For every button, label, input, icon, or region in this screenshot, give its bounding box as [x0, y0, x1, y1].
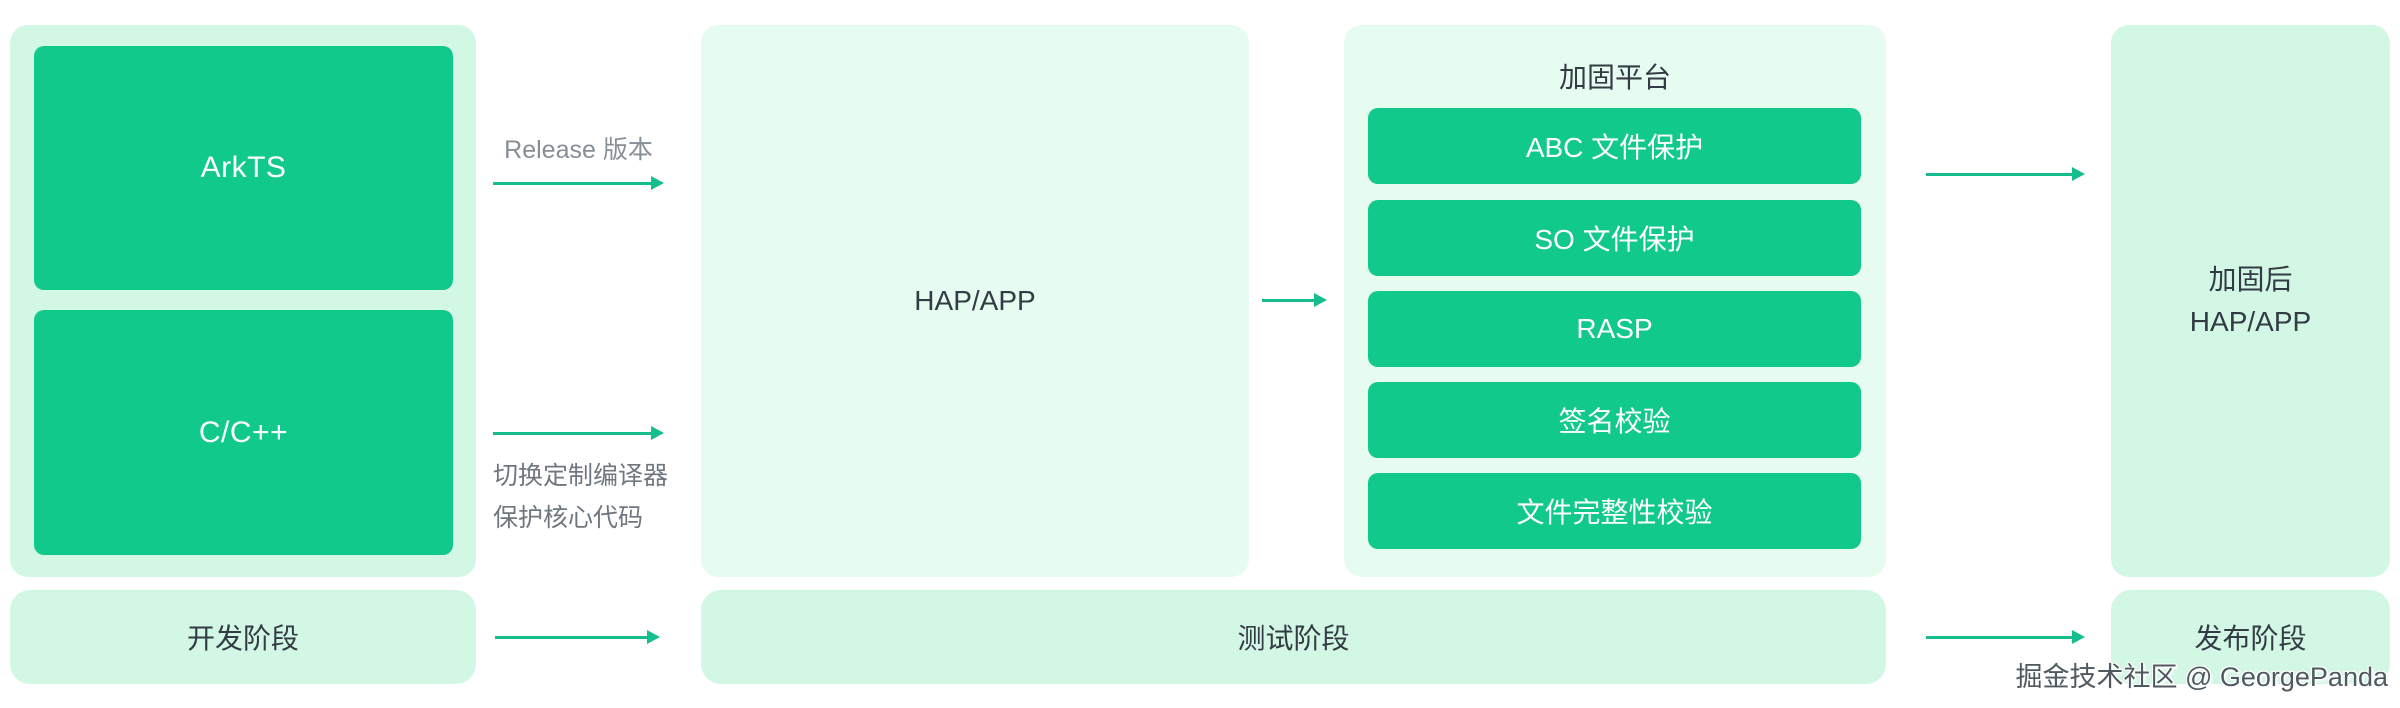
release-arrow-label: Release 版本	[504, 136, 653, 164]
hardened-result-panel	[2111, 25, 2390, 577]
stage-test-box: 测试阶段	[701, 590, 1886, 684]
release-arrow	[493, 176, 664, 190]
platform-item-signature-check: 签名校验	[1368, 382, 1861, 458]
stage-dev-to-test-arrow	[495, 630, 660, 644]
stage-test-to-release-arrow	[1926, 630, 2085, 644]
watermark: 掘金技术社区 @ GeorgePanda	[2015, 662, 2388, 692]
compiler-arrow-label-line2: 保护核心代码	[493, 504, 644, 532]
cpp-node: C/C++	[34, 310, 453, 555]
platform-item-rasp: RASP	[1368, 291, 1861, 367]
stage-dev-box: 开发阶段	[10, 590, 476, 684]
cpp-node-label: C/C++	[198, 415, 289, 449]
hardened-result-label-line1: 加固后	[2208, 264, 2293, 295]
arkts-node: ArkTS	[34, 46, 453, 290]
arkts-node-label: ArkTS	[200, 151, 287, 184]
hardened-result-label: 加固后 HAP/APP	[2111, 25, 2390, 577]
stage-test-label: 测试阶段	[1237, 623, 1350, 654]
platform-title: 加固平台	[1558, 62, 1671, 93]
stage-dev-label: 开发阶段	[186, 623, 299, 654]
platform-item-abc-protection: ABC 文件保护	[1368, 108, 1861, 184]
hap-app-panel	[701, 25, 1249, 577]
to-result-arrow	[1926, 167, 2085, 181]
hap-app-label: HAP/APP	[914, 285, 1036, 316]
platform-item-so-protection: SO 文件保护	[1368, 200, 1861, 276]
stage-release-label: 发布阶段	[2194, 623, 2307, 654]
stage-release-box: 发布阶段	[2111, 590, 2390, 684]
compiler-arrow-label-line1: 切换定制编译器	[493, 462, 669, 490]
dev-languages-panel: ArkTS C/C++	[10, 25, 476, 577]
hardened-result-label-line2: HAP/APP	[2189, 306, 2312, 337]
compiler-arrow-label: 切换定制编译器 保护核心代码	[493, 455, 668, 539]
platform-item-integrity-check: 文件完整性校验	[1368, 473, 1861, 549]
compiler-arrow	[493, 426, 664, 440]
to-platform-arrow	[1262, 293, 1327, 307]
